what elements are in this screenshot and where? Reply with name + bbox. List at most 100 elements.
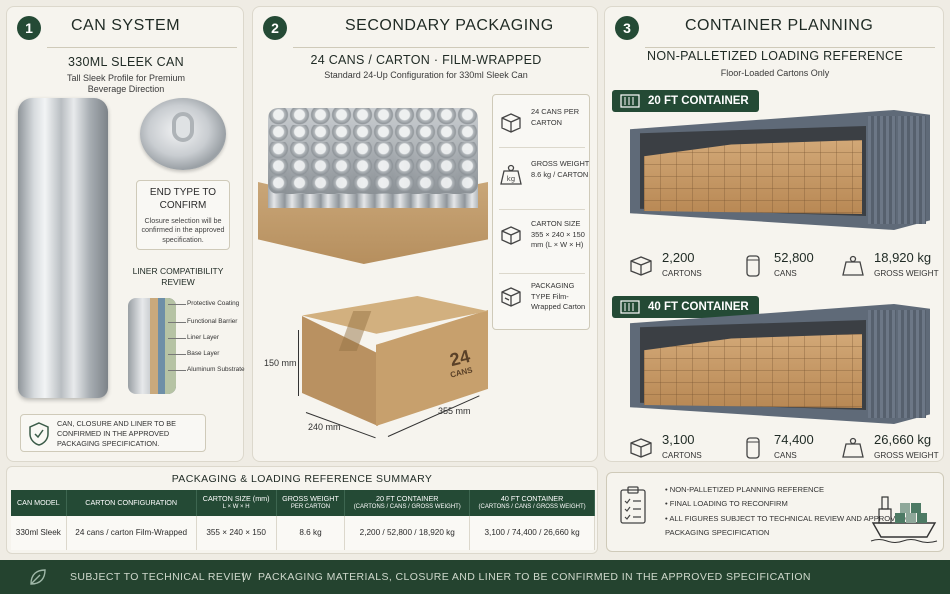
stat-label: CANS: [774, 451, 797, 460]
footer-separator: |: [242, 571, 246, 583]
liner-leader-line: [168, 354, 186, 355]
container-name: 20 FT CONTAINER: [648, 95, 749, 107]
carton-image: 24 CANS: [302, 296, 488, 426]
note-item: NON-PALLETIZED PLANNING REFERENCE: [665, 483, 943, 497]
container-20ft-image: [630, 110, 930, 230]
spec-item: kg GROSS WEIGHT 8.6 kg / CARTON: [497, 159, 589, 209]
container-description: Floor-Loaded Cartons Only: [720, 68, 830, 78]
table-header-cell: CARTON CONFIGURATION: [66, 490, 197, 516]
notes-list: NON-PALLETIZED PLANNING REFERENCEFINAL L…: [665, 483, 943, 541]
container-name: 40 FT CONTAINER: [648, 301, 749, 313]
spec-item: 24 CANS PER CARTON: [497, 107, 589, 147]
packaging-subtitle: 24 CANS / CARTON · FILM-WRAPPED: [310, 53, 542, 67]
header-sub: PER CARTON: [290, 503, 331, 510]
container-badge-20ft: 20 FT CONTAINER: [612, 90, 759, 112]
title-rule: [645, 47, 935, 48]
title-rule: [47, 47, 237, 48]
liner-layer-label: Functional Barrier: [187, 318, 238, 325]
summary-panel: PACKAGING & LOADING REFERENCE SUMMARY CA…: [6, 466, 598, 554]
stat-label: CANS: [774, 269, 797, 278]
liner-layer-label: Aluminum Substrate: [187, 366, 245, 373]
footer-bar: SUBJECT TO TECHNICAL REVIEW | PACKAGING …: [0, 560, 950, 594]
end-type-desc: Closure selection will be confirmed in t…: [141, 216, 225, 244]
footer-left-text: SUBJECT TO TECHNICAL REVIEW: [70, 571, 252, 583]
stat-label: GROSS WEIGHT: [874, 451, 939, 460]
box-icon: [630, 256, 652, 276]
dim-length: 355 mm: [438, 406, 471, 416]
notes-panel: NON-PALLETIZED PLANNING REFERENCEFINAL L…: [606, 472, 944, 552]
panel-title: SECONDARY PACKAGING: [345, 17, 554, 34]
panel-title: CAN SYSTEM: [71, 17, 181, 34]
summary-title: PACKAGING & LOADING REFERENCE SUMMARY: [171, 473, 433, 485]
spec-text: GROSS WEIGHT 8.6 kg / CARTON: [531, 159, 590, 179]
weight-icon: [842, 255, 864, 276]
can-image: [18, 98, 108, 398]
spec-text: PACKAGING TYPE Film-Wrapped Carton: [531, 281, 586, 312]
stat-value: 26,660 kg: [874, 432, 932, 447]
stat-value: 74,400: [774, 432, 814, 447]
spec-divider: [499, 209, 585, 210]
can-end-image: [140, 98, 226, 170]
table-cell: 3,100 / 74,400 / 26,660 kg: [469, 516, 595, 550]
weight-icon: [842, 437, 864, 458]
stat-label: GROSS WEIGHT: [874, 269, 939, 278]
header-sub: (CARTONS / CANS / GROSS WEIGHT): [353, 503, 461, 510]
packaging-description: Standard 24-Up Configuration for 330ml S…: [324, 70, 528, 80]
box-icon: [501, 113, 521, 133]
end-type-note: END TYPE TO CONFIRM Closure selection wi…: [136, 180, 230, 250]
liner-leader-line: [168, 304, 186, 305]
dim-height: 150 mm: [264, 358, 297, 368]
can-icon: [746, 437, 760, 459]
table-cell: 2,200 / 52,800 / 18,920 kg: [344, 516, 471, 550]
header-main: CAN MODEL: [16, 498, 60, 508]
wrap-box-icon: [501, 287, 521, 307]
spec-text: 24 CANS PER CARTON: [531, 107, 580, 127]
liner-layer-label: Base Layer: [187, 350, 220, 357]
note-item: FINAL LOADING TO RECONFIRM: [665, 497, 943, 511]
liner-layer-label: Protective Coating: [187, 300, 240, 307]
spec-item: CARTON SIZE 355 × 240 × 150 mm (L × W × …: [497, 219, 589, 271]
title-rule: [293, 47, 589, 48]
table-cell: 8.6 kg: [276, 516, 346, 550]
container-subtitle: NON-PALLETIZED LOADING REFERENCE: [647, 49, 903, 63]
table-cell: 330ml Sleek: [11, 516, 67, 550]
stat-value: 52,800: [774, 250, 814, 265]
spec-divider: [499, 273, 585, 274]
stat-label: CARTONS: [662, 451, 702, 460]
header-sub: L × W × H: [222, 503, 250, 510]
spec-item: PACKAGING TYPE Film-Wrapped Carton: [497, 281, 589, 325]
stat-value: 2,200: [662, 250, 695, 265]
table-header-cell: CAN MODEL: [11, 490, 67, 516]
liner-leader-line: [168, 322, 186, 323]
height-dimension-line: [298, 330, 299, 396]
spec-divider: [499, 147, 585, 148]
liner-leader-line: [168, 370, 186, 371]
can-tops-image: [268, 108, 478, 194]
header-main: CARTON SIZE (mm): [202, 494, 270, 504]
table-cell: 24 cans / carton Film-Wrapped: [66, 516, 197, 550]
table-cell: 355 × 240 × 150: [196, 516, 277, 550]
note-item: ALL FIGURES SUBJECT TO TECHNICAL REVIEW …: [665, 512, 943, 541]
can-description: Tall Sleek Profile for Premium Beverage …: [66, 73, 186, 95]
header-sub: (CARTONS / CANS / GROSS WEIGHT): [478, 503, 586, 510]
footer-right-text: PACKAGING MATERIALS, CLOSURE AND LINER T…: [258, 571, 811, 583]
packaging-spec-list: 24 CANS PER CARTON kg GROSS WEIGHT 8.6 k…: [492, 94, 590, 330]
step-number: 3: [615, 16, 639, 40]
container-icon: [620, 300, 640, 314]
confirm-note-text: CAN, CLOSURE AND LINER TO BE CONFIRMED I…: [57, 419, 176, 448]
ship-icon: [870, 496, 938, 543]
step-number: 2: [263, 16, 287, 40]
dim-width: 240 mm: [308, 422, 341, 432]
liner-layer-graphic: [165, 298, 176, 394]
leaf-icon: [30, 569, 46, 585]
container-icon: [620, 94, 640, 108]
panel-title: CONTAINER PLANNING: [685, 17, 874, 34]
stat-label: CARTONS: [662, 269, 702, 278]
container-badge-40ft: 40 FT CONTAINER: [612, 296, 759, 318]
header-main: 40 FT CONTAINER: [500, 494, 564, 504]
liner-title: LINER COMPATIBILITY REVIEW: [132, 266, 224, 288]
liner-layer-label: Liner Layer: [187, 334, 219, 341]
table-header-cell: CARTON SIZE (mm)L × W × H: [196, 490, 277, 516]
